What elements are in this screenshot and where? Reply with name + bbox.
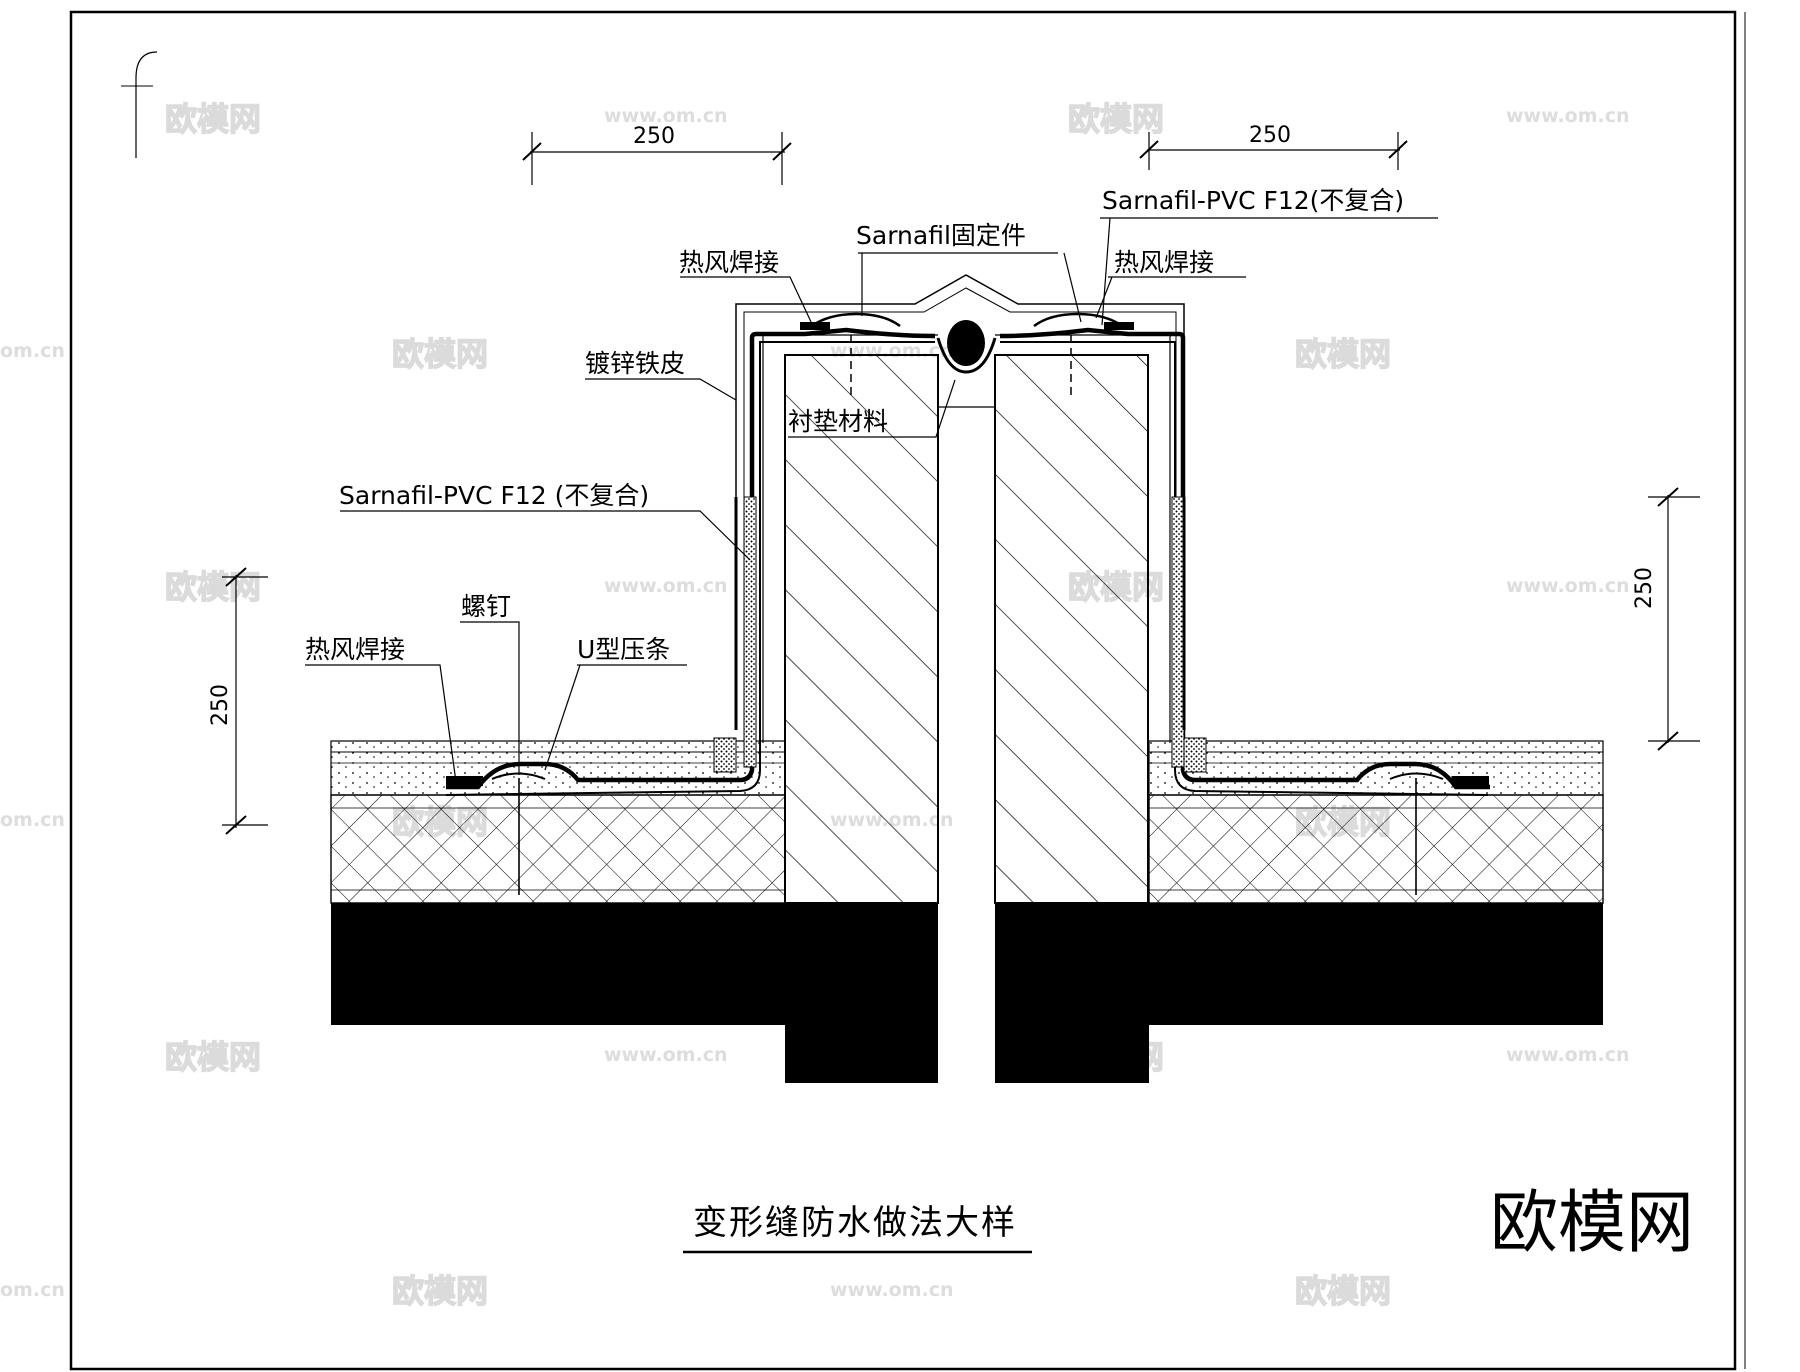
watermark-brand: 欧模网 — [165, 568, 261, 606]
right-insulation — [1148, 794, 1604, 904]
dimension-top-left — [522, 132, 792, 185]
dimension-right-height — [1648, 487, 1700, 751]
label-screw: 螺钉 — [461, 592, 511, 621]
dimension-top-right — [1139, 132, 1408, 170]
dimension-right-height-label: 250 — [1632, 567, 1657, 609]
watermark-brand: 欧模网 — [1068, 100, 1164, 138]
galvanized-sheet-cap — [735, 274, 1185, 497]
dimension-left-height-label: 250 — [208, 684, 233, 726]
label-hot-air-weld-bottom-left: 热风焊接 — [305, 635, 405, 664]
backing-rod — [947, 320, 985, 366]
right-membrane — [999, 327, 1490, 790]
watermark-url: www.om.cn — [1506, 575, 1630, 597]
left-concrete-slab — [331, 903, 938, 1083]
watermark-brand: 欧模网 — [1295, 335, 1391, 373]
brand-logo: 欧模网 — [1490, 1184, 1694, 1263]
watermark-url: www.om.cn — [604, 105, 728, 127]
label-hot-air-weld-top-right: 热风焊接 — [1114, 248, 1214, 277]
watermark-url-fragment: om.cn — [0, 809, 65, 831]
drawing-title: 变形缝防水做法大样 — [693, 1203, 1017, 1243]
top-weld-seams — [800, 312, 1134, 400]
watermark-url: www.om.cn — [1506, 1044, 1630, 1066]
watermark-url: www.om.cn — [604, 575, 728, 597]
label-membrane-left: Sarnafil-PVC F12 (不复合) — [339, 481, 649, 510]
label-galvanized-sheet: 镀锌铁皮 — [585, 349, 685, 378]
watermark-url-fragment: om.cn — [0, 340, 65, 362]
label-backing-material: 衬垫材料 — [788, 407, 888, 436]
watermark-url: www.om.cn — [604, 1044, 728, 1066]
right-upstand-wall — [994, 354, 1149, 904]
watermark-url: www.om.cn — [1506, 105, 1630, 127]
corner-mark — [135, 51, 158, 158]
dimension-top-right-label: 250 — [1249, 123, 1291, 148]
leader-lines — [305, 217, 1438, 783]
dimension-top-left-label: 250 — [633, 124, 675, 149]
left-upstand-wall — [784, 354, 939, 904]
dimension-left-height — [222, 567, 268, 835]
watermark-brand: 欧模网 — [392, 1272, 488, 1310]
drawing-frame — [69, 10, 1737, 1371]
left-leveling-layer — [330, 740, 786, 796]
watermark-brand: 欧模网 — [392, 335, 488, 373]
left-membrane — [446, 327, 936, 790]
label-u-strip: U型压条 — [577, 635, 670, 664]
watermark-brand: 欧模网 — [165, 100, 261, 138]
label-hot-air-weld-top-left: 热风焊接 — [679, 248, 779, 277]
watermark-url-fragment: om.cn — [0, 1279, 65, 1301]
right-concrete-slab — [995, 903, 1603, 1083]
bottom-weld-details — [446, 737, 1489, 786]
watermark-url: www.om.cn — [830, 1279, 954, 1301]
label-membrane-top-right: Sarnafil-PVC F12(不复合) — [1102, 186, 1404, 215]
watermark-brand: 欧模网 — [165, 1038, 261, 1076]
label-sarnafil-fixing: Sarnafil固定件 — [856, 221, 1026, 250]
watermark-brand: 欧模网 — [1295, 1272, 1391, 1310]
left-insulation — [330, 794, 786, 904]
